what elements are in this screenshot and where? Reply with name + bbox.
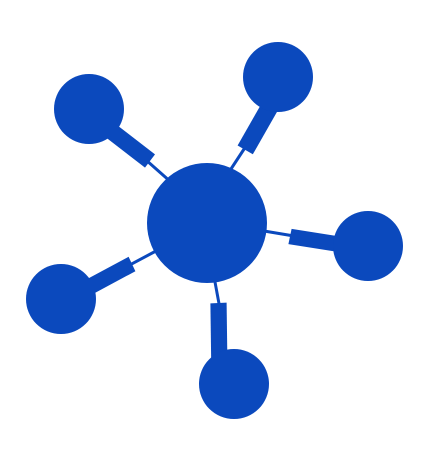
- node-left: [26, 264, 96, 334]
- node-right: [333, 211, 403, 281]
- center-hub: [147, 163, 267, 283]
- outer-nodes: [26, 42, 403, 419]
- arm-top-right: [237, 99, 279, 155]
- node-top-right: [243, 42, 313, 112]
- connector-line-right: [262, 229, 296, 238]
- node-bottom: [199, 349, 269, 419]
- node-top-left: [54, 74, 124, 144]
